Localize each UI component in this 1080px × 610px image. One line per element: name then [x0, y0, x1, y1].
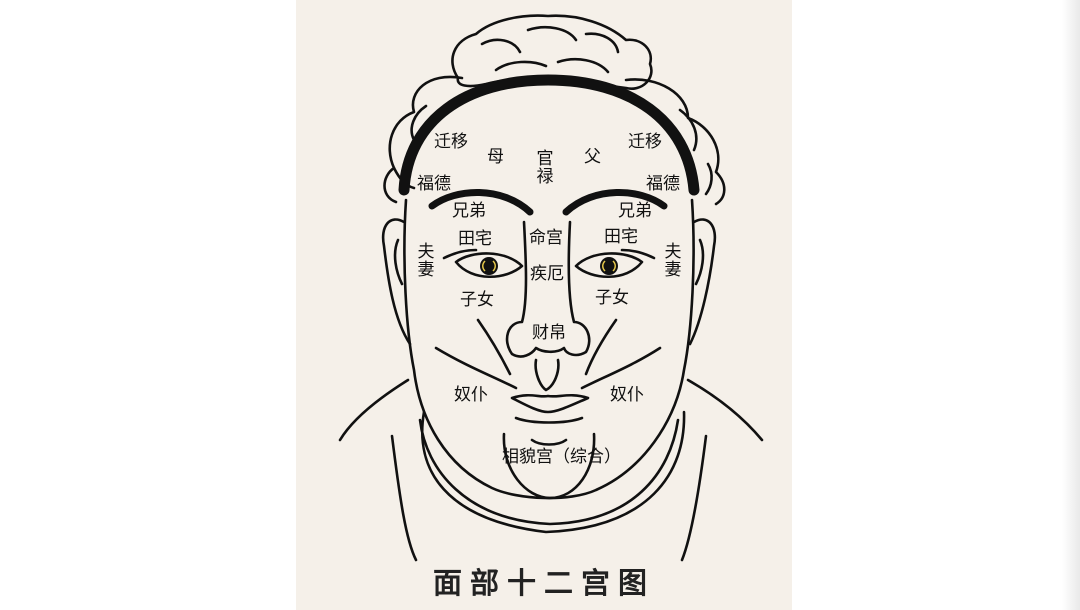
nose: [505, 220, 591, 358]
diagram-title: 面部十二宫图: [432, 566, 655, 600]
label-qianyi-left: 迁移: [434, 132, 468, 152]
hair-right: [624, 78, 726, 206]
label-xiongdi-left: 兄弟: [452, 201, 486, 221]
collar: [418, 418, 680, 526]
label-tianzhai-right: 田宅: [604, 227, 638, 247]
ear-left: [381, 218, 412, 346]
label-fuqi-left: 夫妻: [417, 242, 435, 280]
eye-right: [574, 252, 644, 278]
hair-left: [383, 75, 464, 204]
label-zinv-left: 子女: [460, 290, 494, 310]
label-caibo: 财帛: [532, 323, 566, 343]
shoulders: [338, 378, 410, 442]
label-fuqi-right: 夫妻: [664, 242, 682, 280]
label-nupu-left: 奴仆: [454, 385, 488, 405]
label-jie: 疾厄: [530, 264, 564, 284]
label-fu-father: 父: [584, 147, 601, 167]
ear-right: [688, 218, 717, 346]
label-minggong: 命宫: [529, 228, 563, 248]
eye-left: [454, 252, 524, 278]
label-guanlu: 官禄: [536, 149, 554, 187]
mouth: [510, 393, 590, 414]
eyebrow-right: [562, 189, 668, 216]
label-zinv-right: 子女: [595, 288, 629, 308]
label-mu: 母: [487, 147, 504, 167]
label-qianyi-right: 迁移: [628, 132, 662, 152]
label-xiongdi-right: 兄弟: [618, 201, 652, 221]
headband: [398, 74, 700, 196]
eyebrow-left: [428, 189, 534, 216]
face-line-drawing: [338, 14, 764, 562]
label-xiangmao: 相貌宫（综合）: [502, 447, 621, 467]
diagram-panel: [296, 0, 792, 610]
page-edge-shadow: [1062, 0, 1080, 610]
label-tianzhai-left: 田宅: [458, 229, 492, 249]
label-fude-left: 福德: [417, 174, 451, 194]
label-nupu-right: 奴仆: [610, 385, 644, 405]
label-fude-right: 福德: [646, 174, 680, 194]
